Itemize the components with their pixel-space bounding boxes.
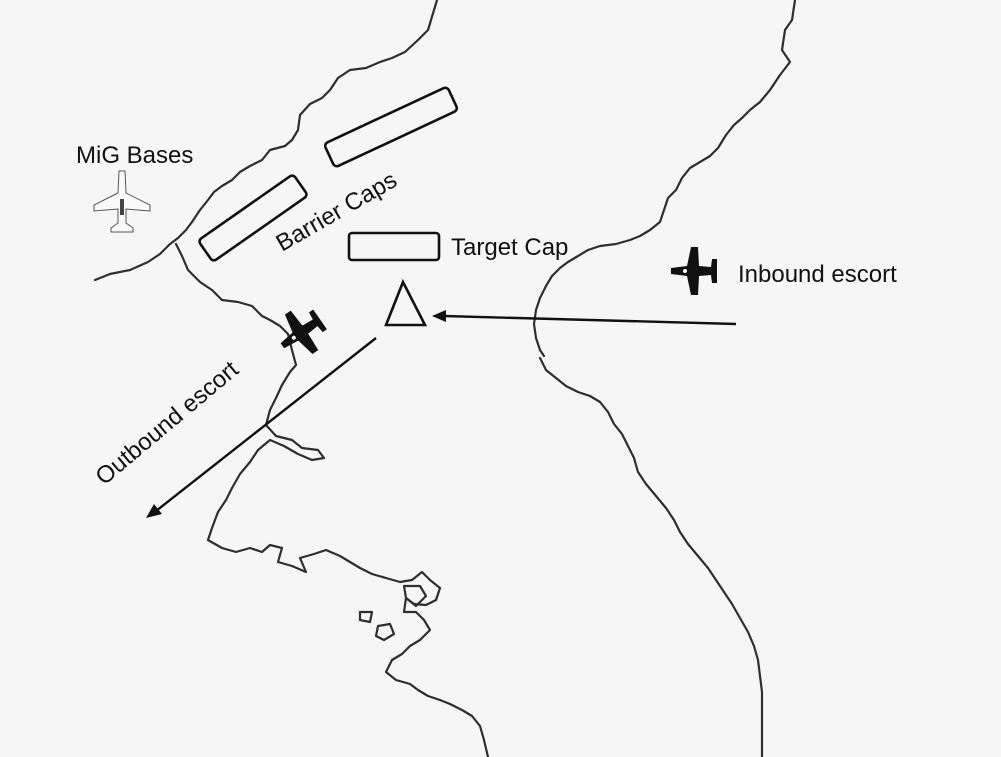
escort-fighter-icon-inbound [671, 247, 717, 295]
island-line-1 [374, 622, 396, 642]
outbound-arrowhead [146, 504, 162, 518]
target-triangle-icon [384, 278, 428, 327]
target-cap-label: Target Cap [451, 234, 568, 261]
mig-jet-icon [93, 170, 151, 233]
inlet-line [402, 584, 428, 608]
west-coast-line [174, 242, 490, 757]
island-line-2 [358, 610, 374, 624]
outbound-route-arrow [155, 337, 377, 512]
inbound-route-arrow [443, 314, 737, 326]
barrier-cap-box-west [198, 174, 308, 262]
northwest-border-line [93, 0, 439, 282]
coastlines [93, 0, 797, 757]
mig-bases-label: MiG Bases [76, 142, 193, 169]
east-coast-line [538, 356, 764, 757]
barrier-caps-label: Barrier Caps [272, 166, 402, 257]
northeast-coast-line [532, 0, 797, 358]
inbound-escort-label: Inbound escort [738, 261, 897, 288]
barrier-cap-box-east [323, 86, 459, 168]
target-cap-box [347, 231, 441, 262]
outbound-escort-label: Outbound escort [91, 356, 245, 491]
escort-fighter-icon-outbound [280, 309, 327, 354]
inbound-arrowhead [432, 310, 446, 322]
